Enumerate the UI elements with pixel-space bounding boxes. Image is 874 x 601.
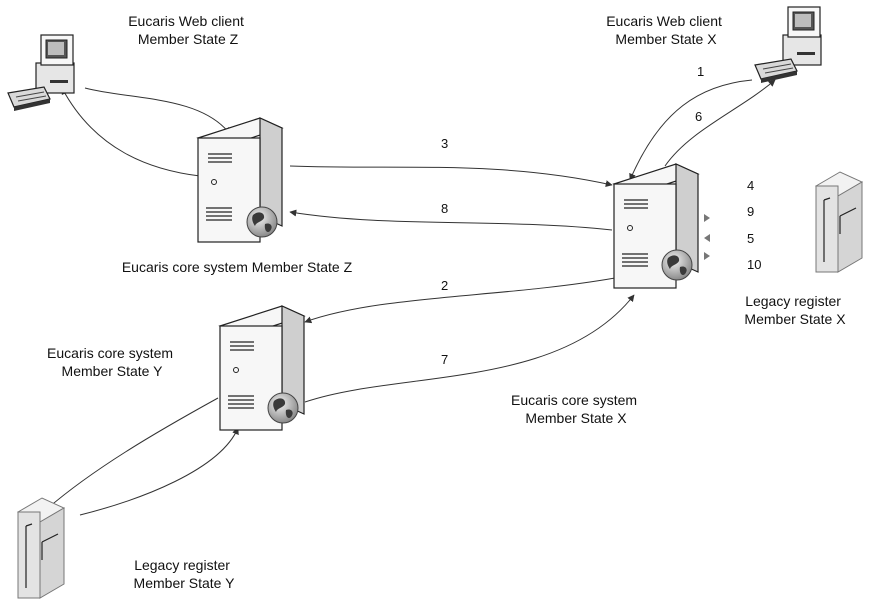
core-y-label: Eucaris core system Member State Y xyxy=(47,345,177,379)
edge-core-y-to-legacy-y xyxy=(40,398,218,515)
edge-label-4: 4 xyxy=(747,178,754,193)
core-y-globe xyxy=(268,393,298,423)
globe-icon xyxy=(662,250,692,280)
web-client-z-computer xyxy=(8,35,74,111)
edge-core-z-to-web-client-z xyxy=(62,88,200,176)
legacy-register-y xyxy=(18,498,64,598)
core-z-label: Eucaris core system Member State Z xyxy=(122,259,353,275)
edge-label-6: 6 xyxy=(695,109,702,124)
web-client-x-computer xyxy=(755,7,821,83)
core-z-globe xyxy=(247,207,277,237)
edge-label-7: 7 xyxy=(441,352,448,367)
legacy-register-x xyxy=(816,172,862,272)
edge-label-2: 2 xyxy=(441,278,448,293)
edge-label-3: 3 xyxy=(441,136,448,151)
core-x-label: Eucaris core system Member State X xyxy=(511,392,641,426)
web-client-z-label: Eucaris Web client Member State Z xyxy=(128,13,248,47)
legacy-register-cabinet-icon xyxy=(816,172,862,272)
core-x-globe xyxy=(662,250,692,280)
edge-core-x-to-web-client-x xyxy=(665,80,775,166)
desktop-computer-icon xyxy=(755,7,821,83)
desktop-computer-icon xyxy=(8,35,74,111)
legacy-x-label: Legacy register Member State X xyxy=(744,293,846,327)
legacy-register-cabinet-icon xyxy=(18,498,64,598)
edge-label-8: 8 xyxy=(441,201,448,216)
edge-core-x-to-core-z xyxy=(290,212,612,230)
edge-label-1: 1 xyxy=(697,64,704,79)
connector-arrowhead xyxy=(704,234,710,242)
legacy-y-label: Legacy register Member State Y xyxy=(134,557,236,591)
edge-web-client-x-to-core-x xyxy=(630,80,752,180)
edge-web-client-z-to-core-z xyxy=(85,88,230,134)
connector-arrowhead xyxy=(704,214,710,222)
globe-icon xyxy=(268,393,298,423)
edge-core-y-to-core-x xyxy=(305,295,634,402)
web-client-x-label: Eucaris Web client Member State X xyxy=(606,13,726,47)
globe-icon xyxy=(247,207,277,237)
edge-label-10: 10 xyxy=(747,257,761,272)
connector-arrowhead xyxy=(704,252,710,260)
edge-label-5: 5 xyxy=(747,231,754,246)
edge-core-x-to-core-y xyxy=(305,278,615,322)
edge-label-9: 9 xyxy=(747,204,754,219)
edge-legacy-y-to-core-y xyxy=(80,428,238,515)
edge-core-z-to-core-x xyxy=(290,166,612,185)
